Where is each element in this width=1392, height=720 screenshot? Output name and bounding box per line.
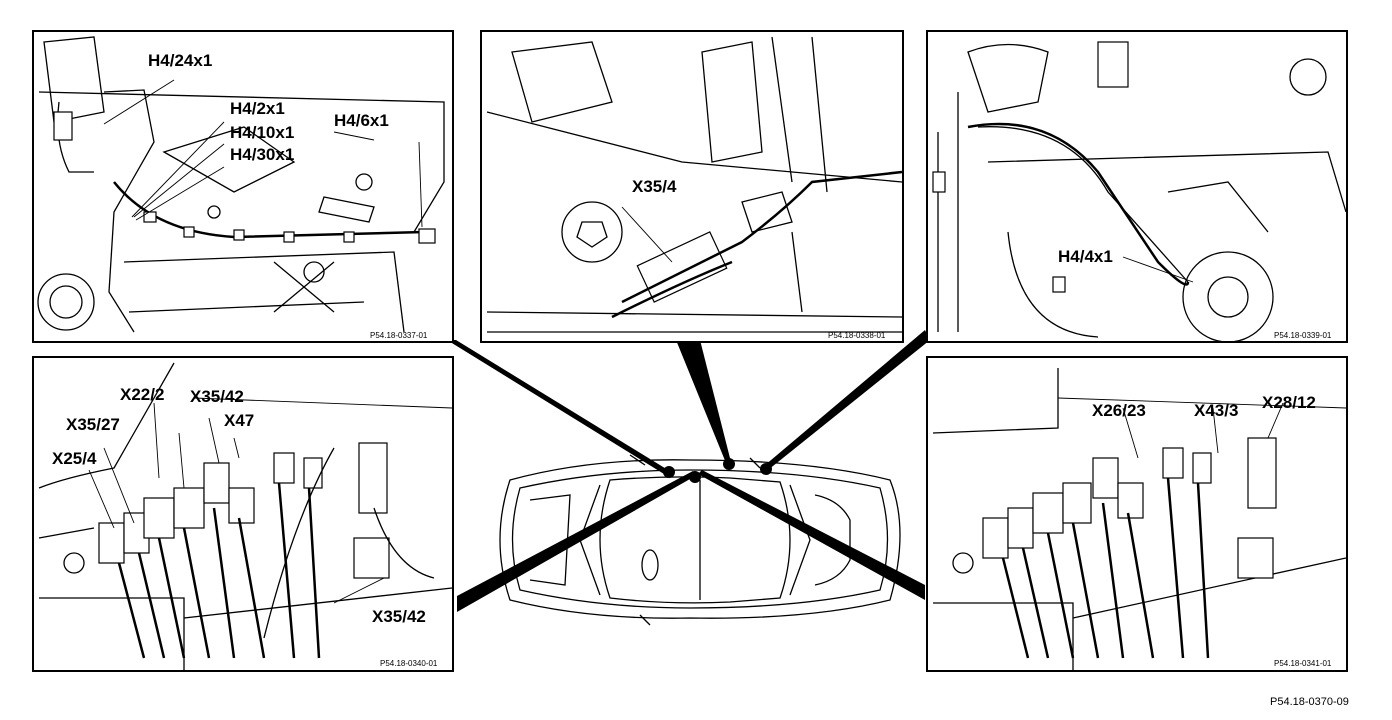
label-x26-23: X26/23 xyxy=(1092,401,1146,420)
connector-x35-4-drawing xyxy=(486,36,902,333)
label-x25-4: X25/4 xyxy=(52,449,97,468)
label-x35-42-bottom: X35/42 xyxy=(372,607,426,626)
panel-ref-top-left: P54.18-0337-01 xyxy=(370,331,428,340)
panel-ref-bottom-right: P54.18-0341-01 xyxy=(1274,659,1332,668)
panel-top-right: H4/4x1 P54.18-0339-01 xyxy=(926,30,1348,343)
panel-ref-top-right: P54.18-0339-01 xyxy=(1274,331,1332,340)
panel-bottom-left: X22/2 X35/42 X35/27 X47 X25/4 X35/42 P54… xyxy=(32,356,454,672)
label-h4-6x1: H4/6x1 xyxy=(334,111,389,130)
panel-top-left: H4/24x1 H4/2x1 H4/10x1 H4/30x1 H4/6x1 P5… xyxy=(32,30,454,343)
door-h4-4x1-drawing xyxy=(932,41,1346,341)
label-x35-42-top: X35/42 xyxy=(190,387,244,406)
panel-top-middle: X35/4 P54.18-0338-01 xyxy=(480,30,904,343)
connector-block-left-drawing xyxy=(38,362,452,670)
connector-block-right-drawing xyxy=(932,368,1346,670)
label-h4-30x1: H4/30x1 xyxy=(230,145,295,164)
panel-ref-bottom-left: P54.18-0340-01 xyxy=(380,659,438,668)
label-x22-2: X22/2 xyxy=(120,385,165,404)
door-wiring-drawing xyxy=(37,36,445,333)
car-top-view xyxy=(499,454,901,626)
label-x28-12: X28/12 xyxy=(1262,393,1316,412)
label-x47: X47 xyxy=(224,411,255,430)
label-x35-4: X35/4 xyxy=(632,177,677,196)
panel-bottom-right: X26/23 X43/3 X28/12 P54.18-0341-01 xyxy=(926,356,1348,672)
label-h4-24x1: H4/24x1 xyxy=(148,51,213,70)
label-x35-27: X35/27 xyxy=(66,415,120,434)
label-h4-4x1: H4/4x1 xyxy=(1058,247,1113,266)
label-x43-3: X43/3 xyxy=(1194,401,1239,420)
label-h4-2x1: H4/2x1 xyxy=(230,99,285,118)
panel-ref-top-middle: P54.18-0338-01 xyxy=(828,331,886,340)
figure-reference: P54.18-0370-09 xyxy=(1270,696,1349,708)
label-h4-10x1: H4/10x1 xyxy=(230,123,295,142)
